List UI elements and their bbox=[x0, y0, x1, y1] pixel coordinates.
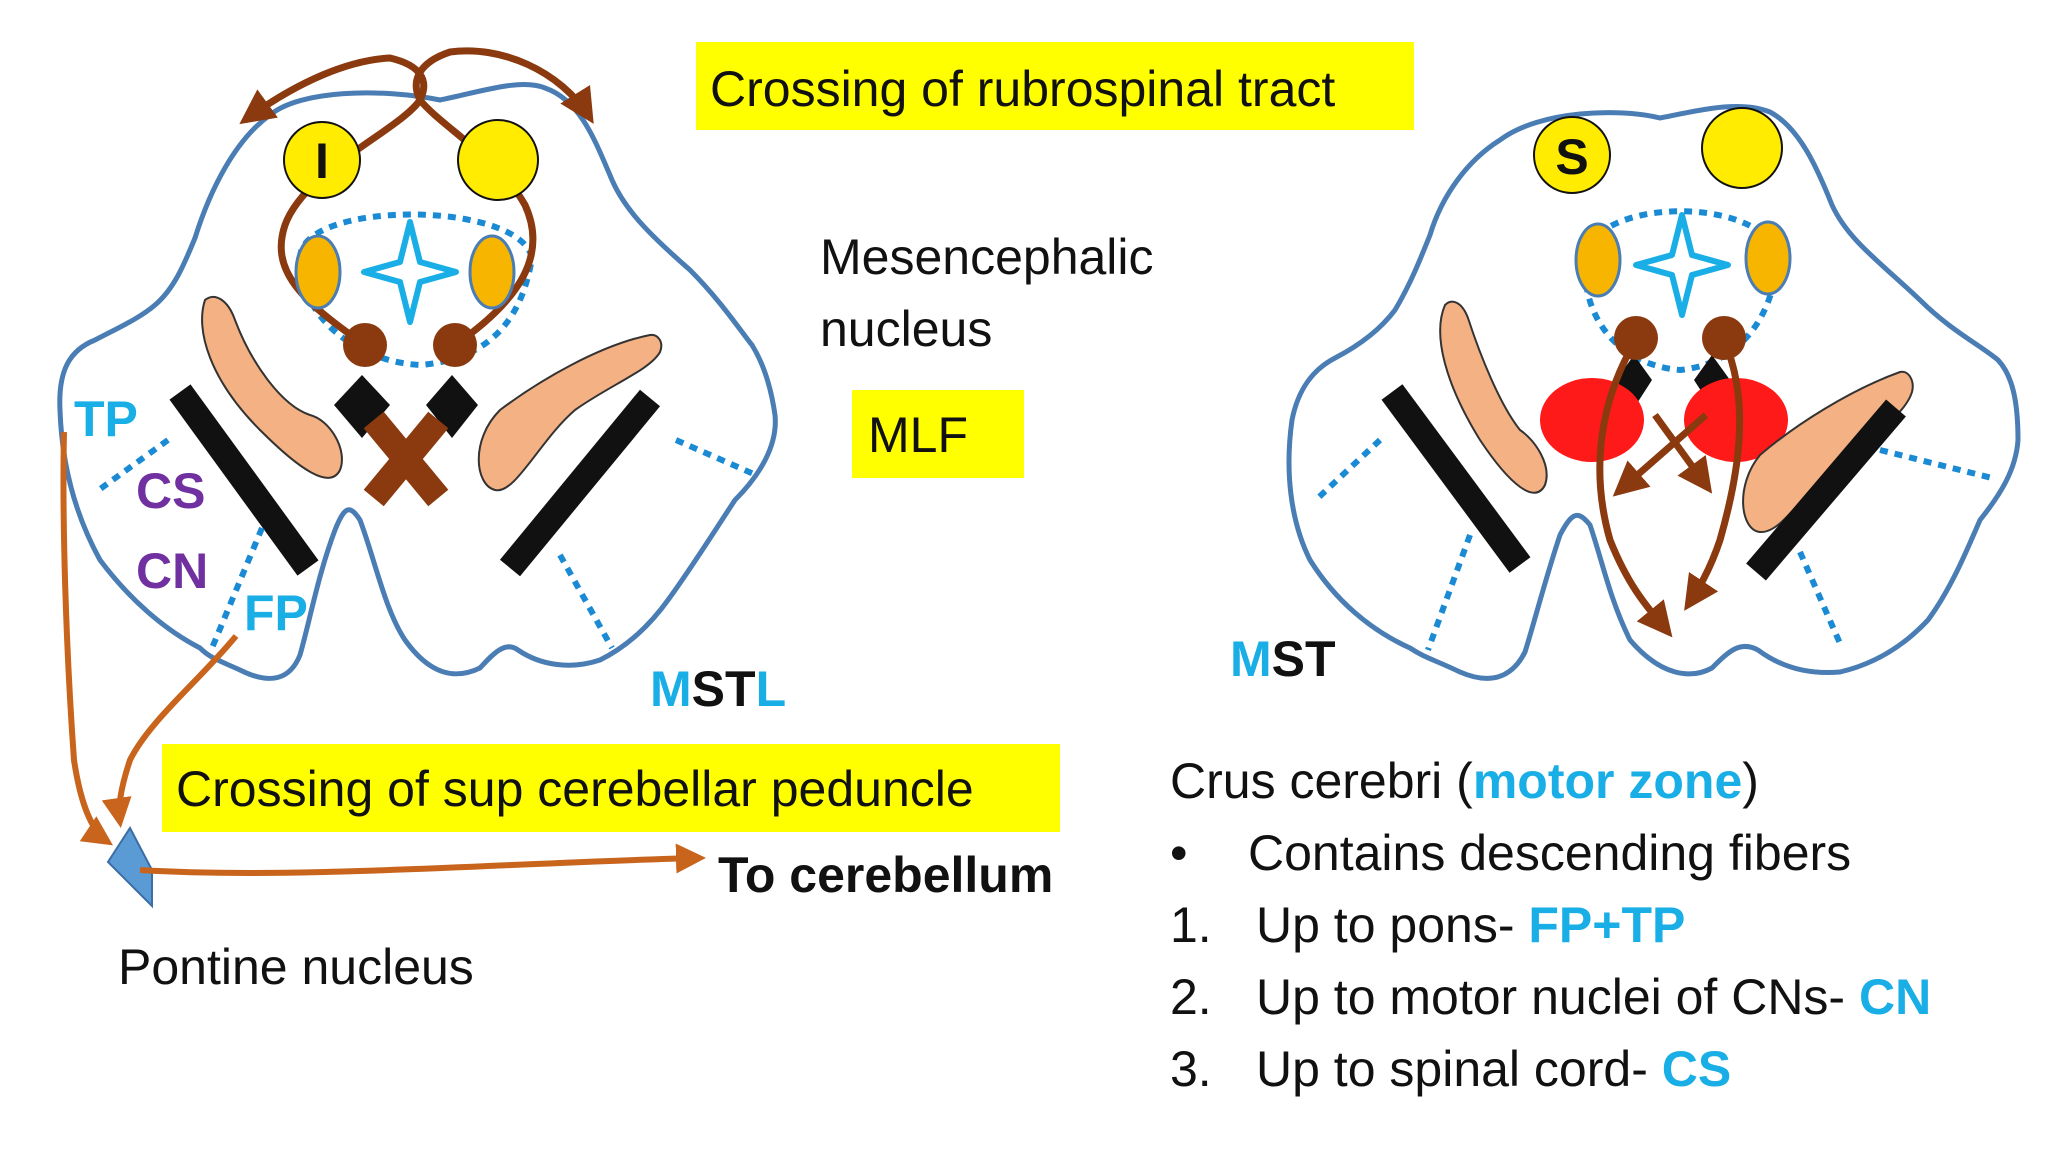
mst-label: MST bbox=[1230, 631, 1336, 687]
to-cerebellum-fiber bbox=[139, 843, 706, 876]
right-black-band-1 bbox=[1381, 384, 1531, 573]
notes-heading-suffix: ) bbox=[1742, 753, 1759, 809]
right-crus-divisions bbox=[1315, 437, 1993, 652]
right-dotted-arch bbox=[1581, 208, 1782, 374]
notes-item-3-text: Up to spinal cord- bbox=[1256, 1041, 1662, 1097]
notes-item-2-highlight: CN bbox=[1859, 969, 1931, 1025]
right-brown-dot-2 bbox=[1702, 316, 1746, 360]
left-colliculus-2 bbox=[457, 119, 539, 201]
left-decussation-x bbox=[363, 411, 449, 507]
rubrospinal-label: Crossing of rubrospinal tract bbox=[710, 61, 1335, 117]
mesencephalic-label-line1: Mesencephalic bbox=[820, 229, 1154, 285]
left-star-icon bbox=[361, 219, 459, 325]
fp-label: FP bbox=[244, 585, 308, 641]
right-red-nucleus-2 bbox=[1684, 378, 1788, 462]
notes-item-2: Up to motor nuclei of CNs- CN bbox=[1256, 969, 1931, 1025]
mst-st: ST bbox=[1272, 631, 1336, 687]
mstl-l: L bbox=[756, 661, 787, 717]
right-crossing-fibers bbox=[1596, 338, 1744, 638]
notes-item-3-num: 3. bbox=[1170, 1041, 1212, 1097]
tp-fiber bbox=[60, 431, 113, 846]
fp-fiber bbox=[101, 634, 239, 828]
right-oval-1 bbox=[1574, 222, 1622, 298]
left-midbrain-outline bbox=[57, 82, 778, 681]
left-crus-divisions bbox=[94, 437, 758, 650]
left-midbrain-section: I TP CS CN bbox=[57, 47, 786, 909]
cn-label: CN bbox=[136, 543, 208, 599]
mesencephalic-label-line2: nucleus bbox=[820, 301, 992, 357]
nucleus-S-label: S bbox=[1555, 129, 1588, 185]
mstl-label: MSTL bbox=[650, 661, 786, 717]
pontine-nucleus-label: Pontine nucleus bbox=[118, 939, 474, 995]
right-star-icon bbox=[1633, 212, 1731, 318]
notes-heading-prefix: Crus cerebri ( bbox=[1170, 753, 1473, 809]
notes-bullet-text: Contains descending fibers bbox=[1248, 825, 1851, 881]
right-colliculus-2 bbox=[1701, 107, 1783, 189]
to-cerebellum-label: To cerebellum bbox=[718, 847, 1053, 903]
left-black-band-2 bbox=[499, 389, 661, 577]
sup-cerebellar-label: Crossing of sup cerebellar peduncle bbox=[176, 761, 974, 817]
notes-item-2-text: Up to motor nuclei of CNs- bbox=[1256, 969, 1859, 1025]
notes-bullet-mark: • bbox=[1170, 825, 1188, 881]
right-red-nucleus-1 bbox=[1540, 378, 1644, 462]
left-diamond-2 bbox=[426, 375, 478, 438]
cs-label: CS bbox=[136, 463, 205, 519]
mst-m: M bbox=[1230, 631, 1272, 687]
notes-heading: Crus cerebri (motor zone) bbox=[1170, 753, 1759, 809]
notes-item-1-highlight: FP+TP bbox=[1528, 897, 1685, 953]
left-brown-dot-1 bbox=[343, 323, 387, 367]
crus-cerebri-notes: Crus cerebri (motor zone) • Contains des… bbox=[1170, 753, 1931, 1097]
right-oval-2 bbox=[1744, 220, 1792, 296]
notes-item-1: Up to pons- FP+TP bbox=[1256, 897, 1685, 953]
left-oval-1 bbox=[294, 234, 342, 310]
left-colliculus-1 bbox=[283, 121, 361, 199]
notes-item-3-highlight: CS bbox=[1662, 1041, 1731, 1097]
right-black-band-2 bbox=[1746, 399, 1906, 581]
right-salmon-lemniscus-1 bbox=[1439, 300, 1548, 494]
mstl-st: ST bbox=[692, 661, 756, 717]
mlf-label: MLF bbox=[868, 407, 968, 463]
right-brown-dot-1 bbox=[1614, 316, 1658, 360]
notes-item-2-num: 2. bbox=[1170, 969, 1212, 1025]
right-salmon-lemniscus-2 bbox=[1742, 370, 1914, 534]
pontine-nucleus-icon bbox=[106, 826, 153, 909]
sup-cerebellar-callout: Crossing of sup cerebellar peduncle bbox=[162, 744, 1060, 832]
left-oval-2 bbox=[468, 234, 516, 310]
left-salmon-lemniscus-1 bbox=[201, 295, 343, 479]
left-brown-dot-2 bbox=[433, 323, 477, 367]
right-colliculus-1 bbox=[1533, 116, 1611, 194]
left-salmon-lemniscus-2 bbox=[477, 333, 663, 492]
right-midbrain-section: S bbox=[1230, 103, 2021, 687]
notes-item-1-num: 1. bbox=[1170, 897, 1212, 953]
left-diamond-1 bbox=[334, 375, 390, 438]
nucleus-I-label: I bbox=[315, 133, 329, 189]
right-diamond-2 bbox=[1694, 355, 1730, 408]
left-rubrospinal-crossing bbox=[239, 54, 428, 348]
right-midbrain-outline bbox=[1286, 103, 2021, 681]
tp-label: TP bbox=[74, 391, 138, 447]
rubrospinal-callout: Crossing of rubrospinal tract bbox=[696, 42, 1414, 130]
left-black-band-1 bbox=[169, 384, 319, 576]
notes-item-1-text: Up to pons- bbox=[1256, 897, 1528, 953]
left-rubrospinal-crossing-2 bbox=[412, 47, 594, 348]
notes-heading-highlight: motor zone bbox=[1473, 753, 1742, 809]
notes-item-3: Up to spinal cord- CS bbox=[1256, 1041, 1731, 1097]
mlf-callout: MLF bbox=[852, 390, 1024, 478]
mstl-m: M bbox=[650, 661, 692, 717]
